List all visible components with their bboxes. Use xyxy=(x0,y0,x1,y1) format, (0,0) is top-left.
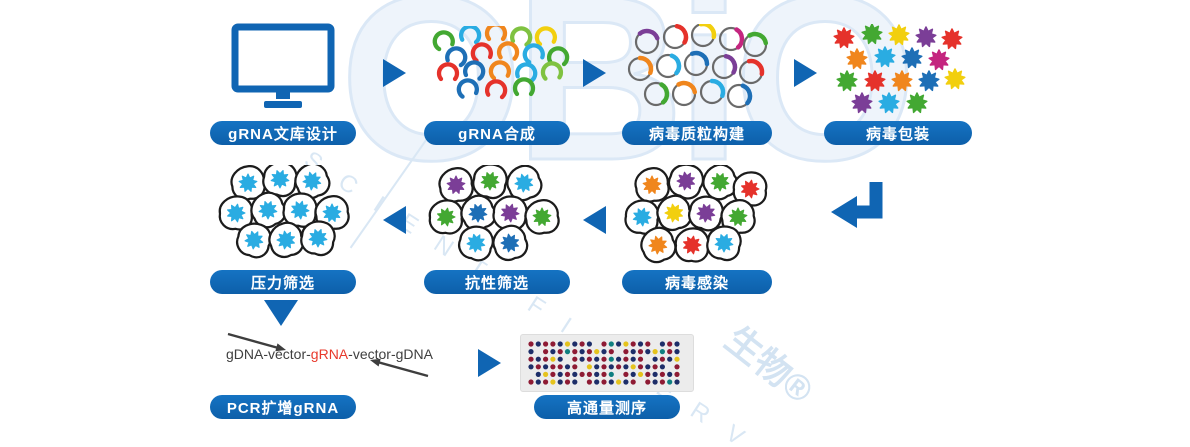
pcr-text-left: gDNA-vector- xyxy=(226,346,311,362)
flow-arrow-right-4 xyxy=(478,349,501,377)
plasmids-illustration xyxy=(627,24,769,109)
step-label-pressure-screening: 压力筛选 xyxy=(210,270,356,294)
step-label-grna-synthesis: gRNA合成 xyxy=(424,121,570,145)
step-label-resistance-screening: 抗性筛选 xyxy=(424,270,570,294)
infected-cells-illustration xyxy=(624,165,768,264)
step-label-virus-packaging: 病毒包装 xyxy=(824,121,972,145)
flow-arrow-turn-down xyxy=(831,182,883,228)
resistance-selected-cells-illustration xyxy=(428,165,560,262)
virus-particles-illustration xyxy=(833,24,966,114)
flow-arrow-right-3 xyxy=(794,59,817,87)
step-label-high-throughput-sequencing: 高通量测序 xyxy=(534,395,680,419)
computer-monitor-icon xyxy=(231,23,335,108)
step-label-viral-plasmid-construction: 病毒质粒构建 xyxy=(622,121,772,145)
step-label-grna-library-design: gRNA文库设计 xyxy=(210,121,356,145)
pcr-primer-arrows xyxy=(227,332,429,378)
flow-arrow-left-1 xyxy=(583,206,606,234)
sequencing-chip xyxy=(520,334,694,392)
pcr-text-right: -vector-gDNA xyxy=(348,346,433,362)
sequencing-dots xyxy=(528,341,680,385)
pcr-amplicon-text: gDNA-vector-gRNA-vector-gDNA xyxy=(226,346,433,362)
flow-arrow-down xyxy=(264,300,298,326)
flow-arrow-right-1 xyxy=(383,59,406,87)
flow-arrow-left-2 xyxy=(383,206,406,234)
step-label-virus-infection: 病毒感染 xyxy=(622,270,772,294)
grna-oligos-illustration xyxy=(432,26,570,100)
watermark-cn: 生物® xyxy=(717,318,821,412)
pcr-text-grna: gRNA xyxy=(310,346,349,362)
flow-arrow-right-2 xyxy=(583,59,606,87)
pressure-selected-cells-illustration xyxy=(218,165,350,259)
step-label-pcr-amplify-grna: PCR扩增gRNA xyxy=(210,395,356,419)
